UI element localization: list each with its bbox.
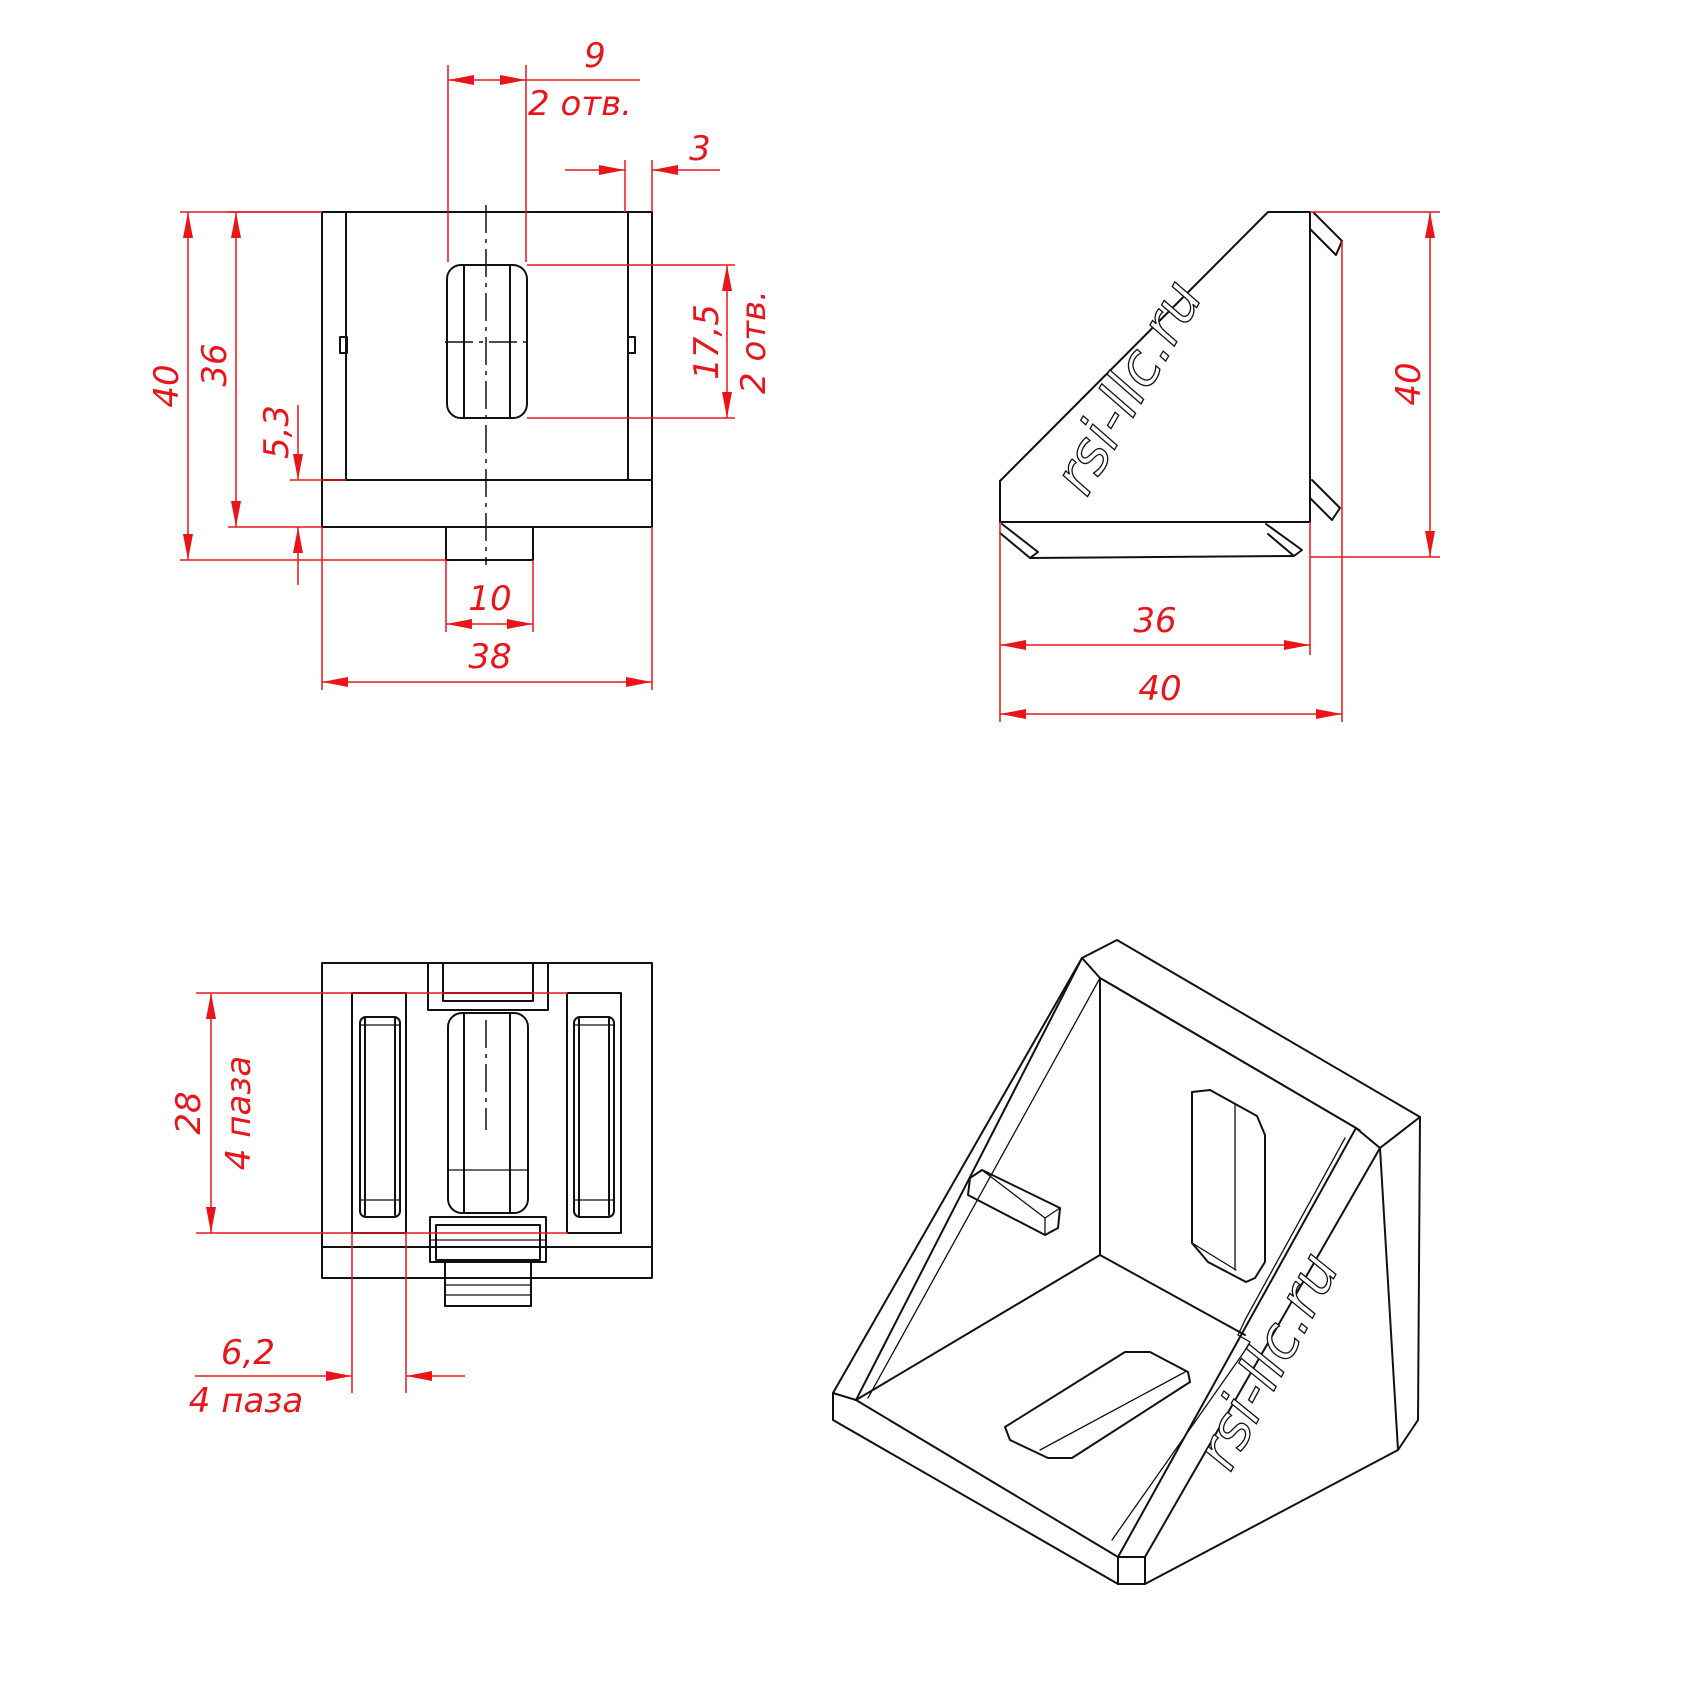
dim-tab-width: 10 — [468, 579, 511, 619]
dim-inner-height: 36 — [195, 343, 235, 386]
dim-offset: 5,3 — [257, 405, 297, 459]
top-view — [321, 962, 653, 1307]
dim-slot-count: 4 паза — [219, 1056, 259, 1170]
dim-hole-length-count: 2 отв. — [734, 290, 774, 394]
logo-text-side: rsi-llc.ru — [1040, 269, 1216, 506]
dim-total-height: 40 — [147, 364, 187, 407]
dim-hole-width: 9 — [584, 36, 606, 76]
dim-slot-length: 28 — [169, 1091, 209, 1134]
top-view-dimensions: 28 4 паза 6,2 4 паза — [169, 992, 568, 1421]
front-view-dimensions: 9 2 отв. 3 17,5 2 отв. 40 36 — [147, 36, 774, 690]
dim-hole-length: 17,5 — [687, 304, 727, 380]
dim-side-height: 40 — [1389, 362, 1429, 405]
side-view-dimensions: 40 36 40 — [999, 211, 1440, 722]
dim-total-width: 38 — [468, 637, 511, 677]
front-view — [321, 205, 653, 565]
logo-text-isometric: rsi-llc.ru — [1182, 1241, 1352, 1480]
isometric-view: rsi-llc.ru — [832, 939, 1421, 1585]
dim-side-outer-width: 40 — [1138, 669, 1181, 709]
dim-slot-width-count: 4 паза — [189, 1381, 303, 1421]
dim-side-inner-width: 36 — [1133, 601, 1176, 641]
side-view: rsi-llc.ru — [999, 211, 1343, 559]
dim-hole-count: 2 отв. — [528, 84, 632, 124]
dim-slot-width: 6,2 — [221, 1333, 275, 1373]
dim-wall: 3 — [689, 129, 711, 169]
